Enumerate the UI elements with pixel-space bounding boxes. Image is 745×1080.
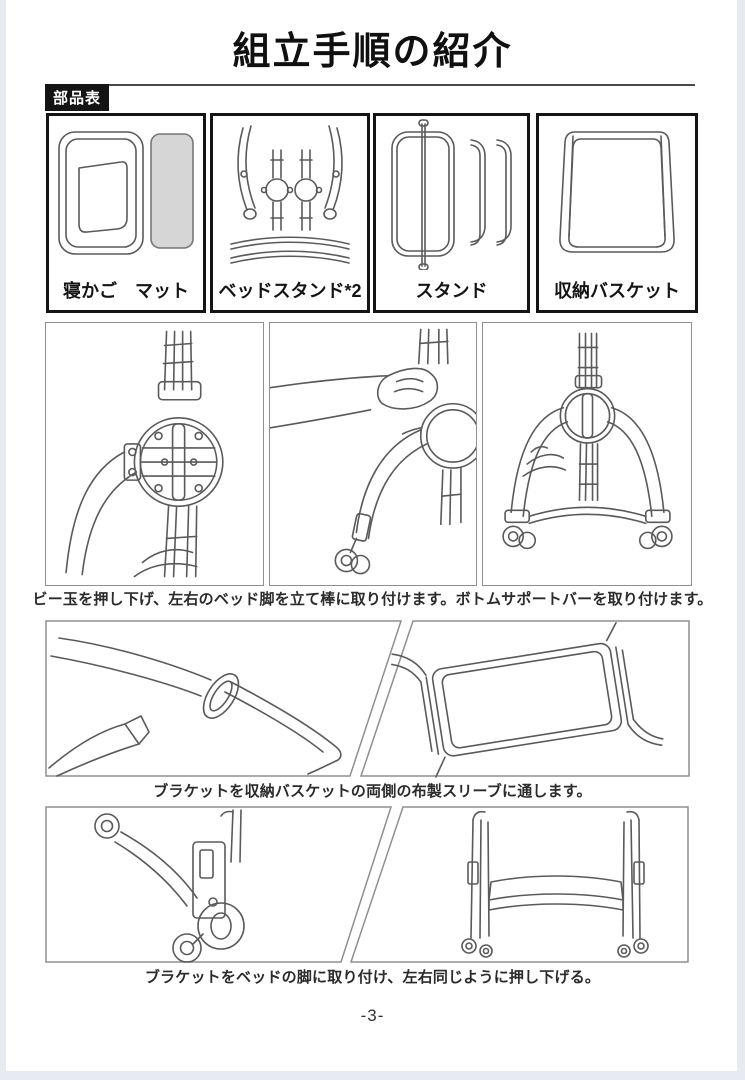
assembled-bed-with-basket-illustration bbox=[461, 810, 649, 958]
stand-parts-icon bbox=[391, 119, 512, 270]
part-label: 寝かご マット bbox=[63, 281, 189, 301]
step3-row bbox=[45, 806, 690, 964]
page-edge-left bbox=[0, 0, 6, 1080]
assembled-stand-illustration bbox=[502, 332, 673, 550]
part-box-basket-mat: 寝かご マット bbox=[46, 113, 206, 313]
page-title: 組立手順の紹介 bbox=[232, 31, 513, 73]
page-edge-right bbox=[737, 0, 745, 1080]
part-label: スタンド bbox=[415, 281, 488, 301]
step3-caption: ブラケットをベッドの脚に取り付け、左右同じように押し下げる。 bbox=[144, 969, 601, 986]
sleeping-basket-and-mat-icon bbox=[58, 131, 194, 255]
hub-closeup-illustration bbox=[65, 330, 224, 578]
basket-with-brackets-illustration bbox=[390, 622, 664, 778]
part-box-bed-stand: ベッドスタンド*2 bbox=[210, 113, 370, 313]
step1-caption: ビー玉を押し下げ、左右のベッド脚を立て棒に取り付けます。ボトムサポートバーを取り… bbox=[32, 591, 713, 608]
step1-panel-hub-closeup bbox=[45, 322, 264, 586]
bed-stand-parts-icon bbox=[230, 125, 350, 264]
parts-list-badge: 部品表 bbox=[45, 84, 109, 111]
part-box-stand: スタンド bbox=[373, 113, 530, 313]
storage-basket-icon bbox=[559, 131, 675, 253]
part-box-storage-basket: 収納バスケット bbox=[536, 113, 698, 313]
section-divider bbox=[45, 84, 695, 86]
bracket-into-sleeve-illustration bbox=[48, 637, 342, 777]
bracket-on-leg-closeup-illustration bbox=[94, 809, 245, 963]
part-label: ベッドスタンド*2 bbox=[218, 281, 362, 301]
step2-row bbox=[45, 620, 690, 778]
page-number: -3- bbox=[360, 1006, 385, 1025]
step2-illustrations bbox=[45, 620, 690, 778]
hand-attaching-leg-illustration bbox=[270, 328, 476, 575]
page-edge-bottom bbox=[0, 1071, 745, 1080]
step3-illustrations bbox=[45, 806, 689, 963]
step2-caption: ブラケットを収納バスケットの両側の布製スリーブに通します。 bbox=[153, 783, 592, 800]
step1-panel-assembled-stand bbox=[482, 322, 692, 586]
part-label: 収納バスケット bbox=[554, 281, 680, 301]
step1-panel-hand-attaching-leg bbox=[269, 322, 477, 586]
